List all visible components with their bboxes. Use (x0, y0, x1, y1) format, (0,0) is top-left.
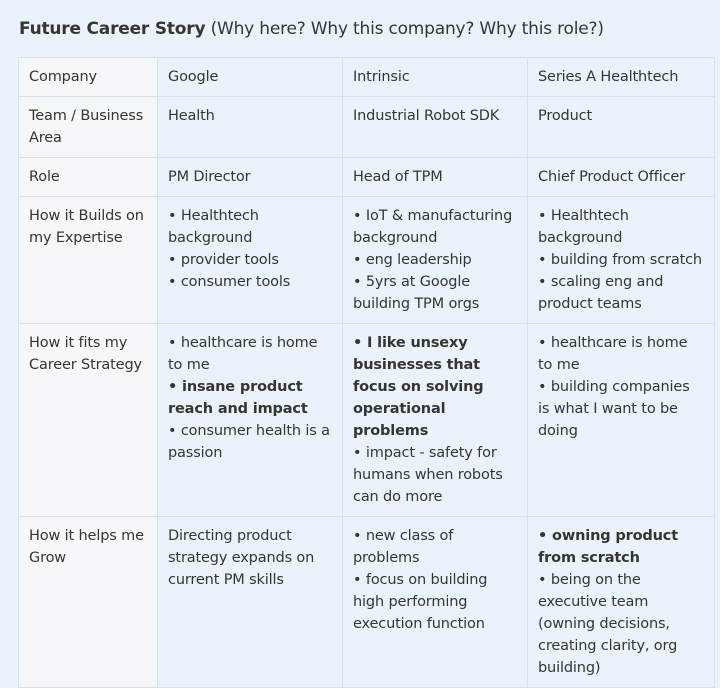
row-header-cell[interactable]: How it Builds on my Expertise (18, 196, 158, 324)
cell-line: • Healthtech background (168, 208, 259, 246)
cell-line: • being on the executive team (owning de… (538, 572, 678, 676)
cell-line: • insane product reach and impact (168, 379, 308, 417)
cell-line: • focus on building high performing exec… (353, 572, 488, 632)
cell-line: • consumer tools (168, 274, 291, 290)
cell-line: • scaling eng and product teams (538, 274, 664, 312)
row-header-label: How it fits my Career Strategy (29, 335, 142, 373)
row-header-label: How it helps me Grow (29, 528, 144, 566)
table-cell[interactable]: • IoT & manufacturing background • eng le… (342, 196, 528, 324)
cell-line: Industrial Robot SDK (353, 108, 500, 124)
table-cell[interactable]: • Healthtech background • provider tools •… (157, 196, 343, 324)
table-cell[interactable]: Directing product strategy expands on cu… (157, 516, 343, 688)
career-story-table: Company Google Intrinsic Series A Healthtec… (18, 57, 715, 688)
table-row: How it helps me Grow Directing product st… (18, 516, 715, 688)
table-cell[interactable]: Product (527, 96, 715, 158)
table-cell[interactable]: Chief Product Officer (527, 157, 715, 197)
cell-line: PM Director (168, 169, 251, 185)
cell-line: • consumer health is a passion (168, 423, 330, 461)
table-cell[interactable]: • new class of problems • focus on buildi… (342, 516, 528, 688)
table-body: Company Google Intrinsic Series A Healthtec… (18, 57, 715, 688)
table-cell[interactable]: Health (157, 96, 343, 158)
row-header-cell[interactable]: Team / Business Area (18, 96, 158, 158)
table-cell[interactable]: • owning product from scratch • being on … (527, 516, 715, 688)
table-cell[interactable]: Google (157, 57, 343, 97)
cell-line: • eng leadership (353, 252, 472, 268)
table-cell[interactable]: Series A Healthtech (527, 57, 715, 97)
table-row: Team / Business Area Health Industrial Rob… (18, 96, 715, 158)
cell-line: • owning product from scratch (538, 528, 679, 566)
cell-line: Head of TPM (353, 169, 443, 185)
cell-line: Google (168, 69, 219, 85)
cell-line: • new class of problems (353, 528, 454, 566)
table-cell[interactable]: Industrial Robot SDK (342, 96, 528, 158)
cell-line: • 5yrs at Google building TPM orgs (353, 274, 480, 312)
row-header-cell[interactable]: How it helps me Grow (18, 516, 158, 688)
cell-line: Health (168, 108, 215, 124)
row-header-label: Team / Business Area (29, 108, 144, 146)
row-header-label: How it Builds on my Expertise (29, 208, 144, 246)
table-cell[interactable]: Head of TPM (342, 157, 528, 197)
cell-line: Chief Product Officer (538, 169, 685, 185)
cell-line: • impact - safety for humans when robots… (353, 445, 503, 505)
row-header-cell[interactable]: Role (18, 157, 158, 197)
table-cell[interactable]: • healthcare is home to me • insane produ… (157, 323, 343, 517)
table-row: Role PM Director Head of TPM Chief Product … (18, 157, 715, 197)
cell-line: • IoT & manufacturing background (353, 208, 513, 246)
table-row: How it Builds on my Expertise • Healthtec… (18, 196, 715, 324)
cell-line: • building from scratch (538, 252, 702, 268)
page-heading: Future Career Story (Why here? Why this … (19, 17, 604, 41)
table-cell[interactable]: • Healthtech background • building from s… (527, 196, 715, 324)
row-header-cell[interactable]: Company (18, 57, 158, 97)
table-cell[interactable]: Intrinsic (342, 57, 528, 97)
cell-line: • healthcare is home to me (538, 335, 688, 373)
table-row: Company Google Intrinsic Series A Healthtec… (18, 57, 715, 97)
cell-line: • healthcare is home to me (168, 335, 318, 373)
cell-line: Series A Healthtech (538, 69, 679, 85)
cell-line: • provider tools (168, 252, 279, 268)
row-header-label: Role (29, 169, 60, 185)
page-title: Future Career Story (19, 19, 206, 39)
cell-line: • building companies is what I want to b… (538, 379, 690, 439)
cell-line: Intrinsic (353, 69, 410, 85)
cell-line: • Healthtech background (538, 208, 629, 246)
table-cell[interactable]: • I like unsexy businesses that focus on… (342, 323, 528, 517)
page-subtitle: (Why here? Why this company? Why this ro… (210, 19, 604, 39)
cell-line: • I like unsexy businesses that focus on… (353, 335, 484, 439)
cell-line: Directing product strategy expands on cu… (168, 528, 315, 588)
row-header-cell[interactable]: How it fits my Career Strategy (18, 323, 158, 517)
table-cell[interactable]: PM Director (157, 157, 343, 197)
table-row: How it fits my Career Strategy • healthca… (18, 323, 715, 517)
table-cell[interactable]: • healthcare is home to me • building com… (527, 323, 715, 517)
cell-line: Product (538, 108, 593, 124)
row-header-label: Company (29, 69, 97, 85)
